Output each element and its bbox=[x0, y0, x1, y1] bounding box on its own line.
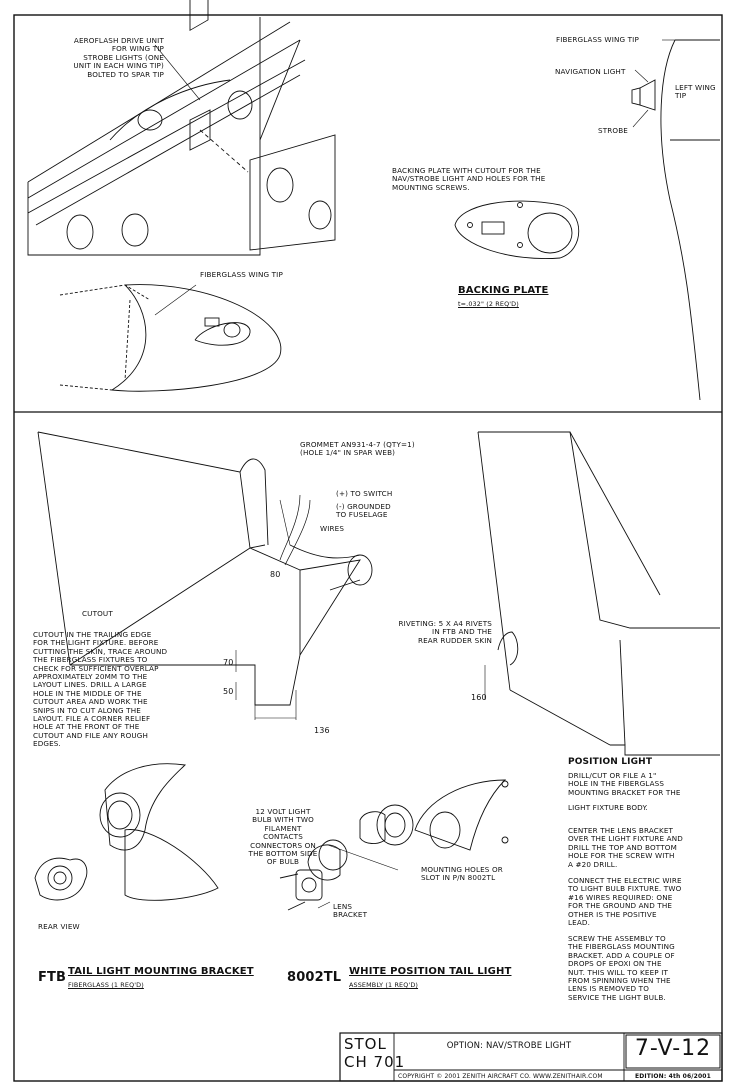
backing-plate-note: BACKING PLATE WITH CUTOUT FOR THE NAV/ST… bbox=[392, 166, 546, 192]
position-light-p3: CENTER THE LENS BRACKET OVER THE LIGHT F… bbox=[568, 826, 683, 869]
left-wing-tip-view bbox=[631, 39, 720, 401]
dim-50: 50 bbox=[223, 687, 234, 696]
tl-part-code: 8002TL bbox=[287, 970, 342, 985]
fiberglass-wing-tip-label-lower: FIBERGLASS WING TIP bbox=[200, 270, 283, 279]
dim-80: 80 bbox=[270, 570, 281, 579]
edition: EDITION: 4th 06/2001 bbox=[635, 1073, 711, 1080]
sheet-number: 7-V-12 bbox=[634, 1036, 712, 1061]
cutout-title: CUTOUT bbox=[82, 609, 113, 618]
mounting-holes-label: MOUNTING HOLES OR SLOT IN P/N 8002TL bbox=[421, 865, 503, 883]
dim-136: 136 bbox=[314, 726, 330, 735]
ftb-title: TAIL LIGHT MOUNTING BRACKET bbox=[68, 966, 254, 977]
wing-structure-view bbox=[27, 0, 336, 256]
model-line-2: CH 701 bbox=[344, 1053, 406, 1071]
grommet-label: GROMMET AN931-4-7 (QTY=1) (HOLE 1/4" IN … bbox=[300, 440, 415, 458]
title-block-lines bbox=[339, 1032, 723, 1082]
backing-plate-subtitle: t=.032" (2 REQ'D) bbox=[458, 300, 519, 308]
rear-view-label: REAR VIEW bbox=[38, 922, 80, 931]
model-line-1: STOL bbox=[344, 1035, 387, 1053]
ftb-subtitle: FIBERGLASS (1 REQ'D) bbox=[68, 981, 144, 989]
left-wing-tip-label: LEFT WING TIP bbox=[675, 83, 716, 101]
to-switch-label: (+) TO SWITCH bbox=[336, 489, 393, 498]
position-light-exploded-view bbox=[279, 779, 509, 911]
cutout-note: CUTOUT IN THE TRAILING EDGE FOR THE LIGH… bbox=[33, 630, 168, 749]
grounded-label: (-) GROUNDED TO FUSELAGE bbox=[336, 502, 391, 520]
copyright: COPYRIGHT © 2001 ZENITH AIRCRAFT CO. WWW… bbox=[398, 1073, 603, 1080]
position-light-p1: DRILL/CUT OR FILE A 1" HOLE IN THE FIBER… bbox=[568, 771, 681, 797]
dim-160: 160 bbox=[471, 693, 487, 702]
rudder-side-view bbox=[477, 431, 720, 756]
strobe-label: STROBE bbox=[598, 126, 628, 135]
rudder-assembly-view bbox=[37, 431, 373, 720]
aeroflash-note: AEROFLASH DRIVE UNIT FOR WING TIP STROBE… bbox=[73, 36, 164, 79]
sheet-title: OPTION: NAV/STROBE LIGHT bbox=[446, 1041, 572, 1051]
tl-subtitle: ASSEMBLY (1 REQ'D) bbox=[349, 981, 419, 989]
position-light-title: POSITION LIGHT bbox=[568, 757, 653, 767]
wires-label: WIRES bbox=[320, 524, 345, 533]
lens-bracket-label: LENS BRACKET bbox=[333, 902, 368, 920]
position-light-p5: SCREW THE ASSEMBLY TO THE FIBERGLASS MOU… bbox=[568, 934, 675, 1002]
dim-70: 70 bbox=[223, 658, 234, 667]
fiberglass-wing-tip-label-upper: FIBERGLASS WING TIP bbox=[556, 35, 639, 44]
tl-title: WHITE POSITION TAIL LIGHT bbox=[349, 966, 512, 977]
navigation-light-label: NAVIGATION LIGHT bbox=[555, 67, 626, 76]
backing-plate-title: BACKING PLATE bbox=[458, 285, 549, 296]
position-light-p2: LIGHT FIXTURE BODY. bbox=[568, 803, 648, 812]
backing-plate-shape bbox=[454, 200, 580, 260]
ftb-bracket-view bbox=[34, 763, 219, 901]
riveting-note: RIVETING: 5 X A4 RIVETS IN FTB AND THE R… bbox=[398, 619, 492, 645]
bulb-note: 12 VOLT LIGHT BULB WITH TWO FILAMENT CON… bbox=[248, 807, 318, 867]
wing-tip-view bbox=[59, 284, 282, 392]
ftb-part-code: FTB bbox=[38, 970, 67, 985]
position-light-p4: CONNECT THE ELECTRIC WIRE TO LIGHT BULB … bbox=[568, 876, 682, 928]
